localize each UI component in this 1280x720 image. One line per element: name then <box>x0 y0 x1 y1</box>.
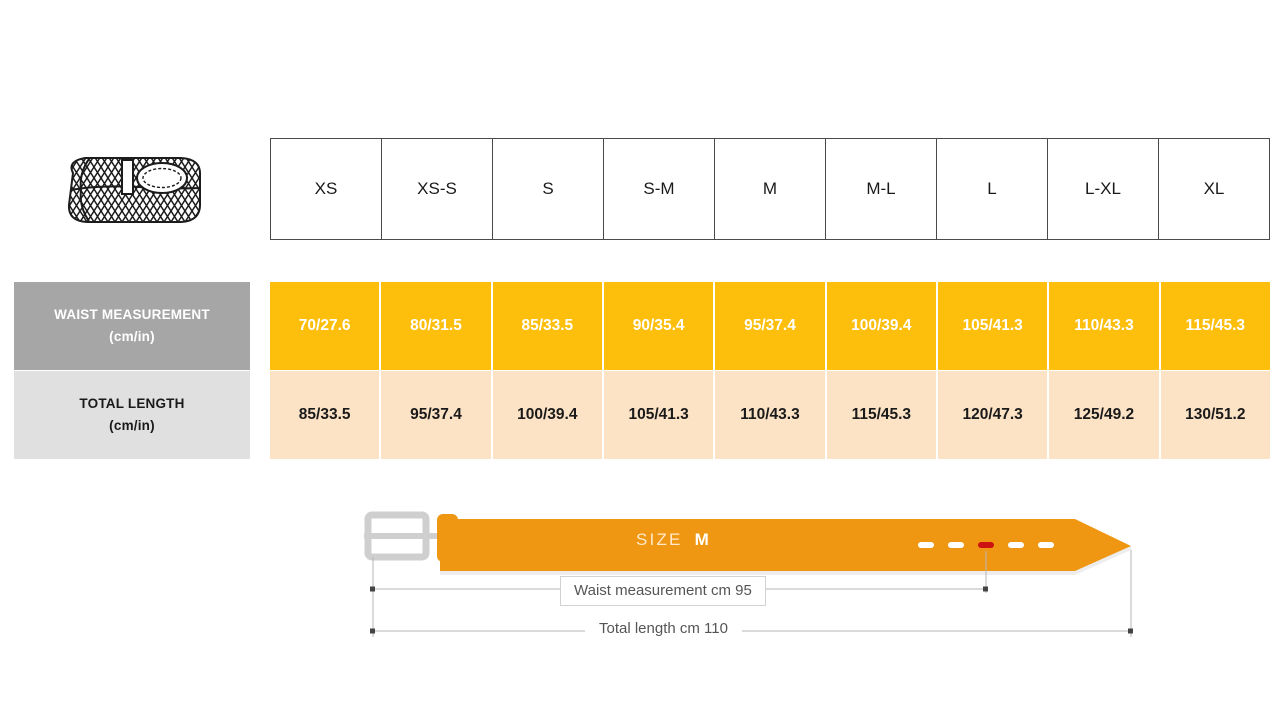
waist-value-cell: 90/35.4 <box>603 282 714 370</box>
belt-hole <box>948 542 964 548</box>
waist-value-cell: 100/39.4 <box>826 282 936 370</box>
size-header-cell: S-M <box>604 139 715 239</box>
size-header-cell: M <box>715 139 826 239</box>
length-value-cell: 85/33.5 <box>270 371 380 459</box>
belt-hole <box>1038 542 1054 548</box>
belt-hole <box>1008 542 1024 548</box>
length-value-cell: 95/37.4 <box>381 371 491 459</box>
waist-value-cell: 95/37.4 <box>715 282 825 370</box>
length-value-cell: 110/43.3 <box>715 371 825 459</box>
size-header-cell: S <box>493 139 604 239</box>
size-header-cell: L-XL <box>1048 139 1159 239</box>
length-value-cell: 130/51.2 <box>1160 371 1270 459</box>
size-header-cell: XS-S <box>382 139 493 239</box>
total-length-label: TOTAL LENGTH (cm/in) <box>14 371 250 459</box>
belt-strap <box>440 519 1131 571</box>
waist-measurement-label: WAIST MEASUREMENT (cm/in) <box>14 282 250 370</box>
length-value-cell: 120/47.3 <box>937 371 1048 459</box>
size-header-cell: XS <box>271 139 382 239</box>
size-header-cell: XL <box>1203 179 1225 198</box>
waist-value-cell: 85/33.5 <box>492 282 602 370</box>
waist-value-cell: 70/27.6 <box>270 282 380 370</box>
waist-value-cell: 110/43.3 <box>1049 282 1159 370</box>
length-value-cell: 115/45.3 <box>826 371 936 459</box>
length-value-cell: 100/39.4 <box>492 371 602 459</box>
belt-hole-active <box>978 542 994 548</box>
waist-measurement-values: 70/27.6 80/31.5 85/33.5 90/35.4 95/37.4 … <box>270 282 1270 370</box>
waist-measurement-label-text: WAIST MEASUREMENT <box>54 306 210 322</box>
waist-value-cell: 80/31.5 <box>381 282 491 370</box>
size-header-cell: M-L <box>826 139 937 239</box>
waist-dimension-start-marker <box>370 586 375 592</box>
waist-measurement-unit: (cm/in) <box>109 329 155 344</box>
size-header-cell: L <box>937 139 1048 239</box>
total-length-dimension-label: Total length cm 110 <box>585 618 742 639</box>
length-dimension-end-marker <box>1128 628 1133 634</box>
length-dimension-start-marker <box>370 628 375 634</box>
belt-buckle-prong <box>364 533 440 539</box>
size-header-table: XS XS-S S S-M M M-L L L-XL XL <box>270 138 1270 240</box>
total-length-label-text: TOTAL LENGTH <box>79 395 185 411</box>
total-length-values: 85/33.5 95/37.4 100/39.4 105/41.3 110/43… <box>270 371 1270 459</box>
length-value-cell: 105/41.3 <box>603 371 714 459</box>
waist-measurement-row: WAIST MEASUREMENT (cm/in) 70/27.6 80/31.… <box>14 282 1270 370</box>
total-length-unit: (cm/in) <box>109 418 155 433</box>
belt-measurement-diagram <box>364 511 1133 637</box>
waist-dimension-label: Waist measurement cm 95 <box>560 576 766 606</box>
waist-dimension-end-marker <box>983 586 988 592</box>
belt-keeper-loop <box>437 514 458 562</box>
braided-belt-illustration <box>67 157 202 223</box>
total-length-row: TOTAL LENGTH (cm/in) 85/33.5 95/37.4 100… <box>14 371 1270 459</box>
belt-strap-shadow <box>440 546 1131 575</box>
waist-value-cell: 105/41.3 <box>937 282 1048 370</box>
product-icon <box>14 135 254 245</box>
length-value-cell: 125/49.2 <box>1049 371 1159 459</box>
belt-hole <box>918 542 934 548</box>
waist-value-cell: 115/45.3 <box>1160 282 1270 370</box>
